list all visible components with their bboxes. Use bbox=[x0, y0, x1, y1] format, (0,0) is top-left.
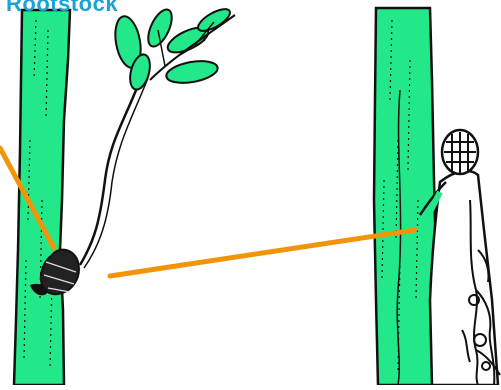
left-scion-leaves bbox=[112, 5, 235, 92]
left-stem bbox=[14, 10, 70, 385]
arrow-to-right-graft bbox=[110, 230, 415, 276]
left-scion-stalk bbox=[80, 80, 140, 265]
caption-label: Rootstock bbox=[6, 0, 118, 17]
left-figure bbox=[14, 5, 235, 385]
right-stem bbox=[374, 8, 438, 385]
right-figure bbox=[374, 8, 500, 385]
right-bud bbox=[442, 130, 478, 174]
